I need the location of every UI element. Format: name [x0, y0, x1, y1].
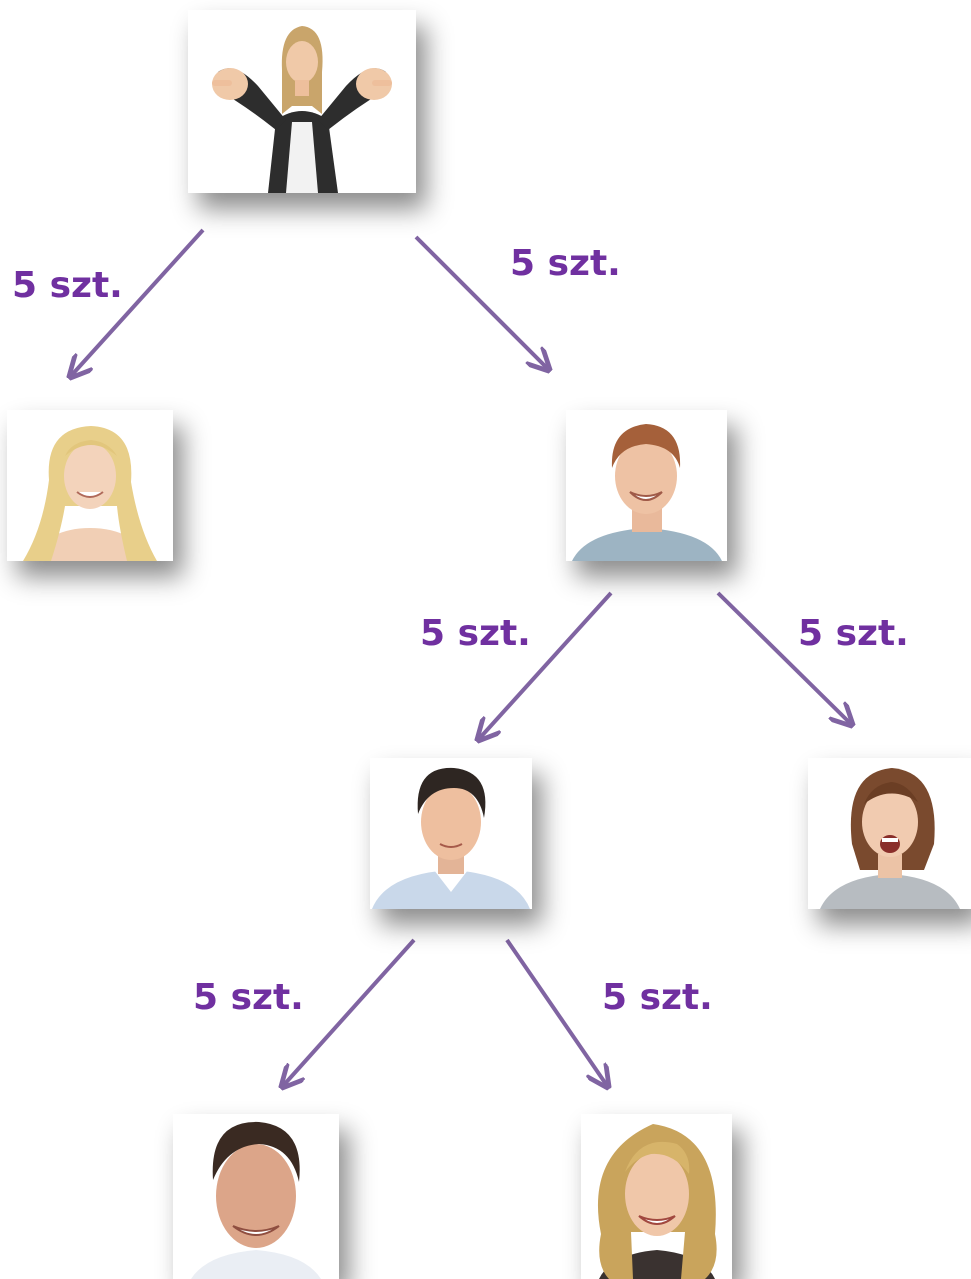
pointing-woman-photo — [188, 10, 416, 193]
edge-label: 5 szt. — [12, 265, 123, 306]
redhead-man-photo — [566, 410, 727, 561]
arrow-l2-left-to-l3-right — [505, 938, 608, 1087]
arrow-l2-left-to-l3-left — [282, 938, 416, 1087]
edge-label: 5 szt. — [602, 977, 713, 1018]
edge-label: 5 szt. — [510, 243, 621, 284]
arrow-top-to-l1-left — [70, 228, 205, 377]
edge-label: 5 szt. — [798, 613, 909, 654]
blonde-woman-photo — [7, 410, 173, 561]
edge-label: 5 szt. — [193, 977, 304, 1018]
arrow-top-to-l1-right — [414, 235, 549, 370]
smiling-man-photo — [173, 1114, 339, 1279]
brunette-woman-photo — [808, 758, 971, 909]
curly-blonde-woman-photo — [581, 1114, 732, 1279]
edge-label: 5 szt. — [420, 613, 531, 654]
arrow-l1-right-to-l2-left — [478, 591, 613, 740]
dark-haired-man-photo — [370, 758, 532, 909]
arrow-l1-right-to-l2-right — [716, 591, 852, 725]
